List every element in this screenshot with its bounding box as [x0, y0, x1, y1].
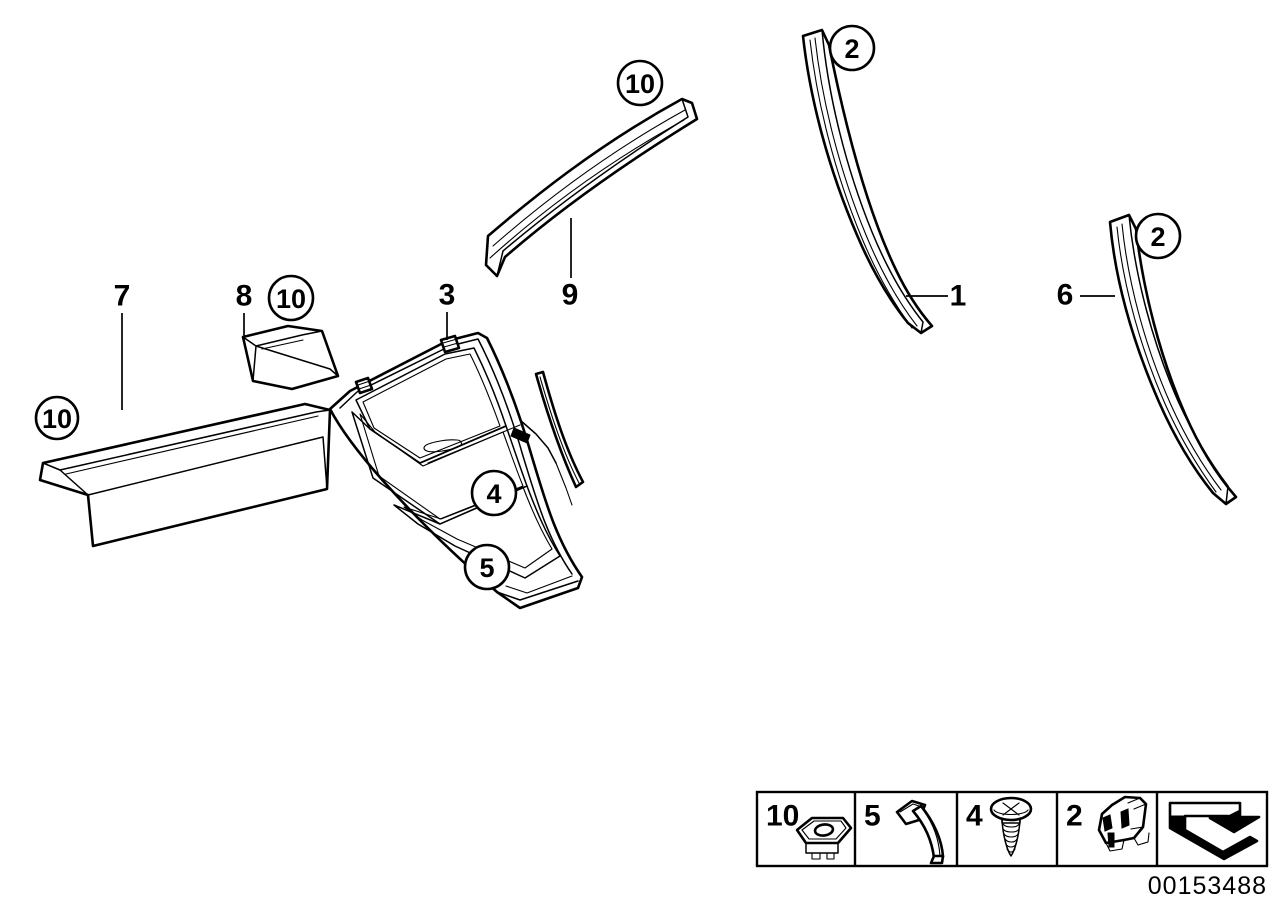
- legend-label-2: 2: [1066, 800, 1083, 833]
- legend-cell-10[interactable]: 10: [766, 800, 853, 860]
- label-6: 6: [1057, 279, 1074, 312]
- curved-bracket-icon: [895, 799, 945, 865]
- part-3-center-console-trim-panel: [328, 331, 585, 610]
- callout-10-left-label: 10: [42, 404, 72, 434]
- label-7: 7: [114, 280, 131, 313]
- leader-lines: [121, 218, 1115, 410]
- callout-2-right-label: 2: [1150, 222, 1165, 252]
- clip-detail-top: [439, 334, 461, 354]
- legend-cell-5[interactable]: 5: [864, 799, 945, 865]
- label-3: 3: [439, 279, 456, 312]
- part-6-long-curved-trim-strip-right: [1108, 213, 1238, 506]
- callout-2-upper-label: 2: [844, 34, 859, 64]
- legend-cell-2[interactable]: 2: [1066, 795, 1150, 852]
- callout-2-upper[interactable]: 2: [828, 24, 876, 72]
- callout-10-left[interactable]: 10: [34, 395, 80, 441]
- label-9: 9: [562, 279, 579, 312]
- callout-4-label: 4: [486, 479, 501, 509]
- callout-2-right[interactable]: 2: [1134, 212, 1182, 260]
- label-8: 8: [236, 280, 253, 313]
- legend-label-10: 10: [766, 800, 799, 833]
- expanding-nut-clip-icon: [795, 816, 853, 860]
- legend-label-4: 4: [966, 800, 983, 833]
- part-1-long-curved-trim-strip-left: [801, 28, 934, 335]
- part-8-flat-trim-cover-small: [241, 324, 340, 391]
- callout-10-middle[interactable]: 10: [267, 274, 315, 322]
- callout-10-top-label: 10: [625, 69, 655, 99]
- callout-4[interactable]: 4: [470, 469, 518, 517]
- direction-arrow-icon: [1168, 801, 1261, 861]
- part-7-flat-trim-cover-wide: [38, 402, 332, 548]
- tapping-screw-icon: [989, 796, 1033, 857]
- legend-strip: 10 5 4: [755, 790, 1269, 868]
- label-1: 1: [950, 280, 967, 313]
- retaining-clip-icon: [1097, 795, 1150, 852]
- clip-detail-left: [354, 376, 374, 395]
- callout-10-top[interactable]: 10: [616, 59, 664, 107]
- callout-5[interactable]: 5: [463, 543, 511, 591]
- diagram-id-number: 00153488: [1148, 872, 1267, 900]
- legend-cell-4[interactable]: 4: [966, 796, 1033, 857]
- legend-cell-arrow[interactable]: [1168, 801, 1261, 861]
- callout-5-label: 5: [479, 553, 494, 583]
- legend-label-5: 5: [864, 800, 881, 833]
- part-9-curved-trim-strip-upper: [484, 97, 699, 278]
- callout-10-middle-label: 10: [276, 284, 306, 314]
